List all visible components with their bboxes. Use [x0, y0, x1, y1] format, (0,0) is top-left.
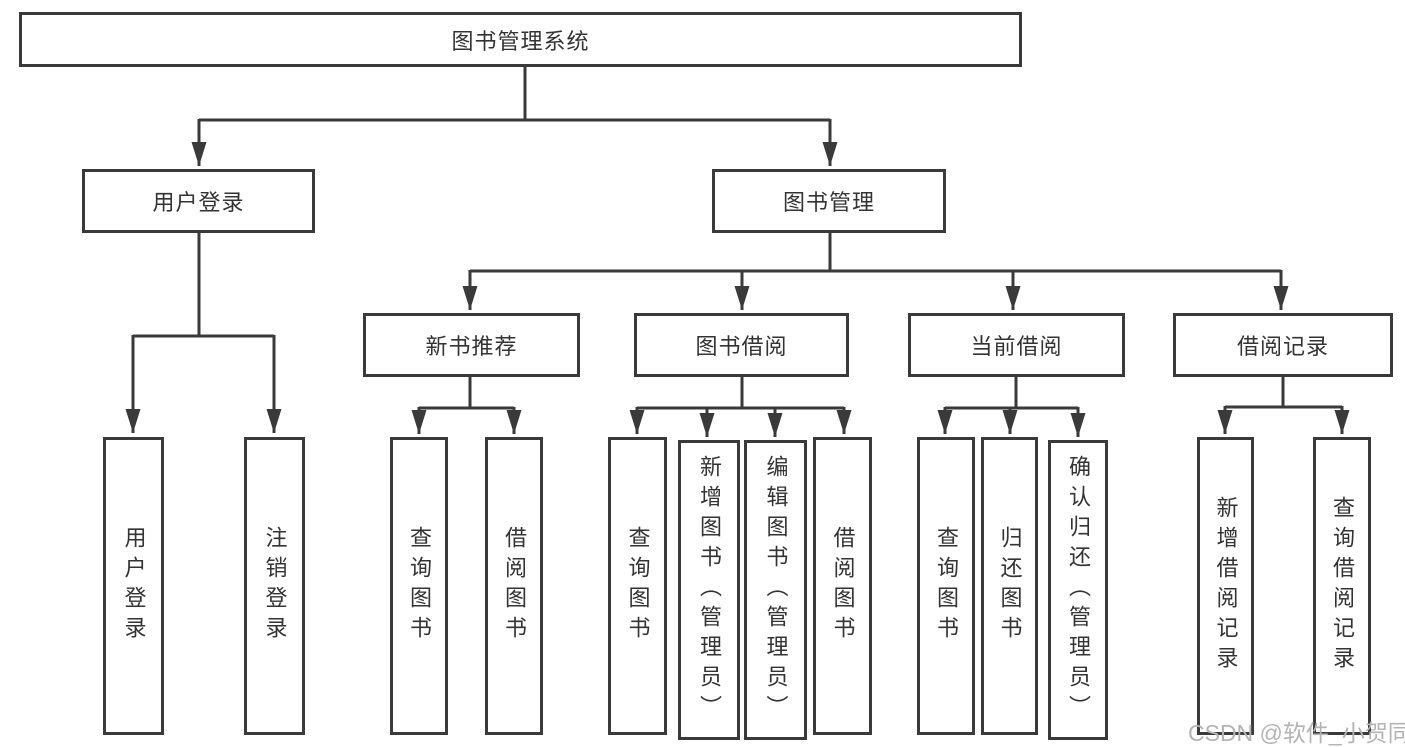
leaf-bb-add-books-admin: 新增图书（管理员）	[678, 440, 740, 740]
leaf-nbr-borrow-books: 借阅图书	[485, 437, 543, 735]
node-borrow-records-label: 借阅记录	[1236, 334, 1329, 359]
node-user-login: 用户登录	[82, 169, 315, 233]
node-root: 图书管理系统	[19, 12, 1022, 67]
connector-new-book-rec-trunk	[419, 377, 514, 410]
leaf-cb-confirm-return-admin-label: 确认归还（管理员）	[1066, 455, 1091, 725]
leaf-bb-edit-books-admin-label: 编辑图书（管理员）	[763, 455, 789, 725]
connector-current-borrow-trunk	[945, 377, 1078, 410]
leaf-cb-query-books-label: 查询图书	[934, 526, 959, 646]
leaf-cb-return-books: 归还图书	[981, 437, 1038, 735]
node-current-borrow: 当前借阅	[908, 313, 1125, 377]
leaf-br-query-record-label: 查询借阅记录	[1330, 496, 1355, 676]
node-current-borrow-label: 当前借阅	[970, 334, 1063, 359]
node-book-mgmt: 图书管理	[712, 169, 946, 233]
node-user-login-label: 用户登录	[152, 190, 245, 215]
node-book-borrow: 图书借阅	[634, 313, 849, 377]
leaf-cb-query-books: 查询图书	[917, 437, 975, 735]
node-new-book-rec: 新书推荐	[363, 313, 580, 377]
connector-root-trunk	[199, 67, 830, 122]
leaf-bb-add-books-admin-label: 新增图书（管理员）	[697, 455, 722, 725]
leaf-nbr-query-books-label: 查询图书	[407, 526, 432, 646]
csdn-watermark: CSDN @软件_小贺同学	[1188, 720, 1405, 746]
leaf-br-query-record: 查询借阅记录	[1313, 437, 1371, 735]
leaf-user-login-label: 用户登录	[121, 526, 147, 646]
leaf-logout-label: 注销登录	[262, 526, 288, 646]
leaf-br-add-record: 新增借阅记录	[1197, 437, 1254, 735]
node-book-mgmt-label: 图书管理	[782, 190, 875, 215]
leaf-bb-borrow-books-label: 借阅图书	[830, 526, 856, 646]
connector-borrow-records-trunk	[1225, 377, 1342, 409]
leaf-br-add-record-label: 新增借阅记录	[1213, 496, 1239, 676]
node-root-label: 图书管理系统	[451, 28, 590, 54]
connector-user-login-trunk	[133, 233, 274, 338]
leaf-bb-query-books: 查询图书	[608, 437, 667, 735]
leaf-bb-edit-books-admin: 编辑图书（管理员）	[744, 440, 807, 740]
leaf-nbr-borrow-books-label: 借阅图书	[502, 526, 527, 646]
leaf-bb-query-books-label: 查询图书	[625, 526, 651, 646]
node-new-book-rec-label: 新书推荐	[425, 334, 518, 359]
leaf-cb-return-books-label: 归还图书	[997, 526, 1023, 646]
connector-book-mgmt-trunk	[470, 233, 1281, 273]
leaf-bb-borrow-books: 借阅图书	[813, 437, 872, 735]
connector-book-borrow-trunk	[637, 377, 844, 410]
leaf-nbr-query-books: 查询图书	[390, 437, 448, 735]
node-book-borrow-label: 图书借阅	[695, 334, 788, 359]
leaf-user-login: 用户登录	[103, 437, 164, 735]
leaf-logout: 注销登录	[244, 437, 305, 735]
node-borrow-records: 借阅记录	[1173, 313, 1393, 377]
leaf-cb-confirm-return-admin: 确认归还（管理员）	[1048, 440, 1108, 740]
